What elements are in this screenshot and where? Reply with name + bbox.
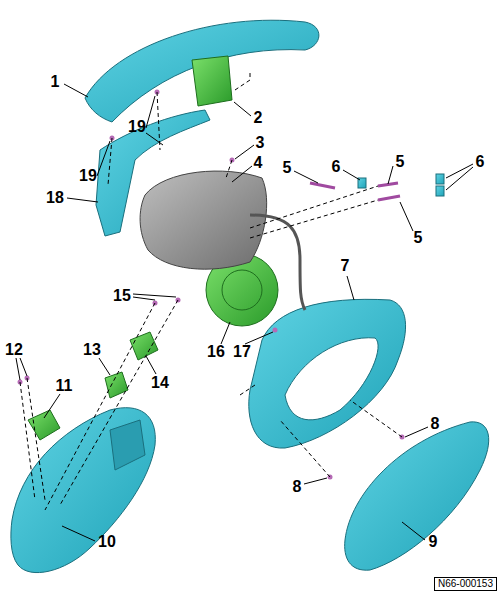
mirror-cap: [85, 20, 319, 122]
callout-number: 17: [233, 344, 251, 360]
callout-number: 16: [207, 344, 225, 360]
callout-number: 18: [46, 190, 64, 206]
callout-number: 11: [56, 378, 73, 394]
screws: [310, 183, 400, 200]
wiring: [250, 215, 305, 310]
fold-mechanism: [140, 171, 267, 269]
housing-opening: [110, 420, 145, 470]
lamp-13: [105, 372, 128, 398]
callout-number: 1: [51, 74, 60, 90]
mirror-housing: [11, 408, 155, 573]
mirror-frame: [249, 299, 406, 448]
assembly-lines: [20, 70, 402, 510]
motor-ring: [222, 270, 262, 310]
clips: [358, 174, 444, 196]
drawing-code: N66-000153: [434, 577, 497, 591]
callout-number: 5: [414, 230, 423, 246]
callout-number: 5: [396, 154, 405, 170]
lamp-14: [130, 332, 158, 360]
callout-number: 12: [5, 342, 23, 358]
callout-number: 3: [256, 135, 265, 151]
callout-number: 8: [431, 416, 440, 432]
callout-number: 6: [476, 154, 485, 170]
callout-number: 15: [113, 288, 131, 304]
callout-number: 10: [98, 534, 116, 550]
callout-number: 13: [83, 342, 101, 358]
callout-number: 19: [128, 119, 146, 135]
callout-number: 14: [151, 375, 169, 391]
mirror-glass: [345, 422, 489, 570]
callout-number: 19: [79, 168, 97, 184]
callout-number: 6: [332, 159, 341, 175]
pins: [18, 90, 405, 480]
callout-number: 4: [254, 155, 263, 171]
control-unit: [192, 56, 232, 106]
callout-number: 5: [283, 160, 292, 176]
callout-number: 8: [293, 479, 302, 495]
leader-lines: [16, 84, 473, 541]
callout-number: 9: [429, 534, 438, 550]
callout-number: 2: [254, 110, 263, 126]
callout-number: 7: [341, 258, 350, 274]
